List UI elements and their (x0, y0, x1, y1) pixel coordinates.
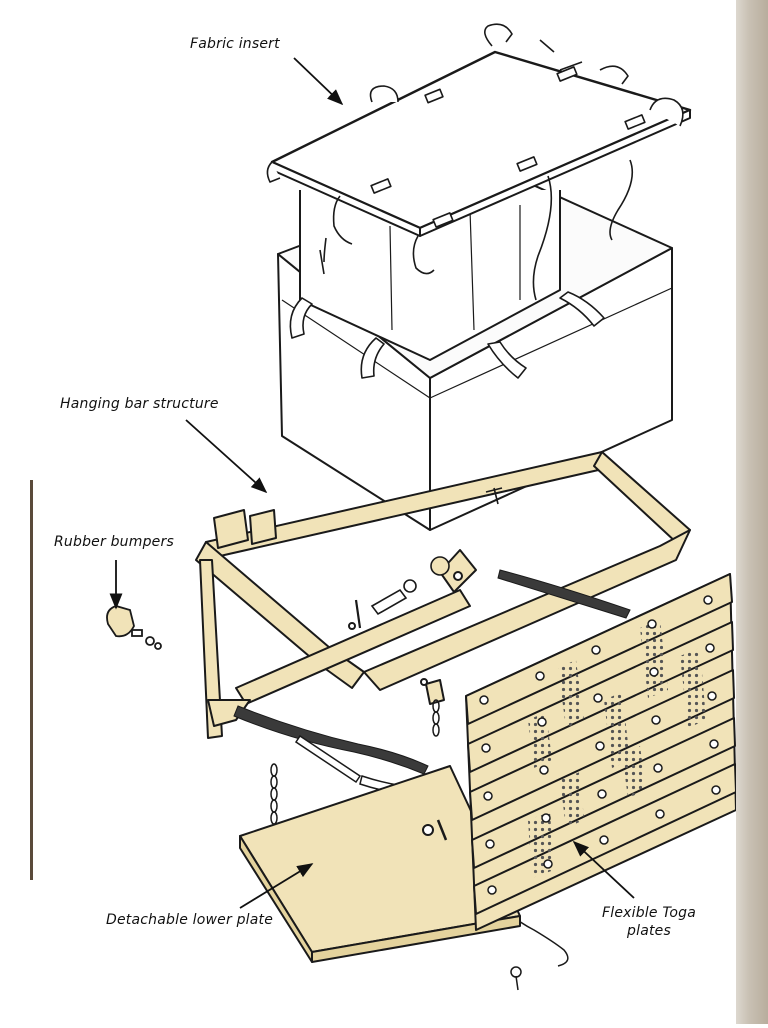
leader-arrows (109, 57, 635, 909)
frame-front-rail (363, 529, 691, 691)
arrow-hanging-bar (185, 419, 268, 494)
page-edge (736, 0, 768, 1024)
lid-straps (266, 23, 684, 301)
arrow-fabric-insert (293, 57, 344, 106)
latch-parts (354, 487, 503, 629)
fabric-insert-pouch (299, 190, 561, 361)
frame-right-rail (593, 451, 691, 545)
elastic-straps (233, 569, 631, 797)
label-flexible-toga-plates-line1: Flexible Toga (601, 905, 697, 921)
page-binding-mark (30, 480, 33, 880)
label-rubber-bumpers: Rubber bumpers (54, 534, 174, 550)
fabric-insert-hooks (289, 237, 605, 379)
hanging-bar-structure (195, 451, 691, 739)
label-hanging-bar-structure: Hanging bar structure (60, 396, 219, 412)
label-flexible-toga-plates-line2: plates (627, 923, 671, 939)
flexible-toga-plates (465, 573, 737, 931)
label-flexible-toga-plates: Flexible Toga plates (596, 904, 702, 940)
arrow-lower-plate (239, 863, 314, 909)
fabric-insert (266, 23, 692, 531)
frame-left-rail (195, 541, 365, 689)
label-detachable-lower-plate: Detachable lower plate (106, 912, 274, 928)
frame-post-front (425, 679, 445, 705)
label-fabric-insert: Fabric insert (190, 36, 280, 52)
detachable-lower-plate (239, 765, 521, 963)
frame-cross-brace (235, 589, 471, 705)
eyelets (479, 595, 721, 895)
rubber-bumper (106, 605, 162, 650)
arrow-toga-plates (572, 840, 635, 899)
frame-post-left (199, 559, 223, 739)
